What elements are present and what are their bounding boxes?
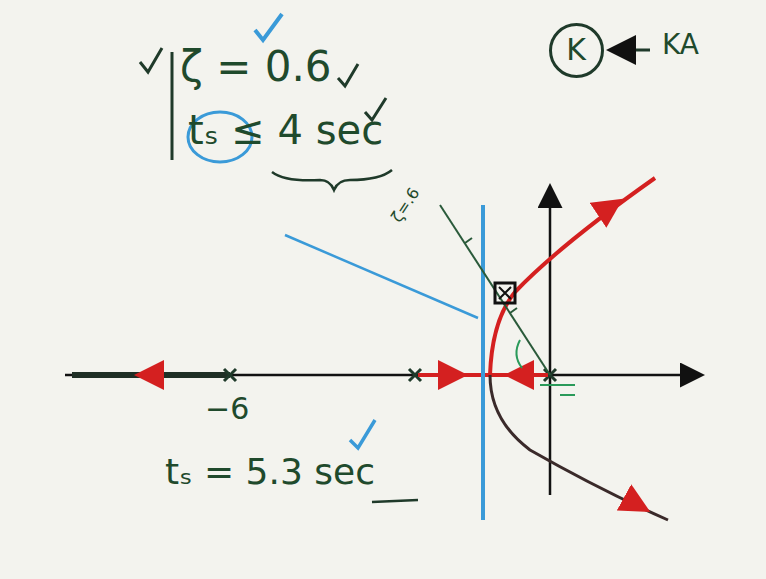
locus-arrow bbox=[440, 374, 462, 377]
brace bbox=[272, 170, 392, 190]
locus-branch bbox=[490, 178, 655, 375]
imag-axis bbox=[549, 188, 552, 495]
locus-arrow bbox=[140, 374, 160, 377]
locus-branch bbox=[418, 373, 490, 377]
damping-line bbox=[440, 205, 550, 375]
pole-marks bbox=[224, 369, 556, 381]
settling-spec: tₛ ≤ 4 sec bbox=[188, 108, 383, 152]
settling-line bbox=[481, 205, 485, 520]
angle-mark bbox=[516, 340, 575, 395]
real-axis bbox=[65, 374, 700, 377]
bracket bbox=[171, 52, 174, 160]
gain-circle: K bbox=[549, 23, 604, 78]
locus-branch bbox=[490, 375, 668, 520]
leader-line bbox=[285, 235, 478, 318]
locus-arrow bbox=[510, 374, 530, 377]
node-text: K bbox=[566, 35, 586, 65]
locus-arrow bbox=[600, 202, 618, 214]
pole-value: −6 bbox=[205, 392, 249, 425]
locus-branch bbox=[72, 372, 230, 378]
arrow bbox=[612, 49, 650, 52]
gain-name: KA bbox=[662, 30, 699, 61]
tick bbox=[465, 238, 517, 313]
check-mark bbox=[255, 14, 282, 40]
zeta-spec: ζ = 0.6 bbox=[180, 44, 332, 90]
underline bbox=[372, 500, 418, 502]
locus-branch bbox=[490, 373, 548, 377]
locus-arrow bbox=[625, 498, 645, 509]
design-point bbox=[499, 287, 511, 299]
settling-result: tₛ = 5.3 sec bbox=[165, 452, 375, 492]
check-mark bbox=[350, 420, 375, 448]
check-mark bbox=[338, 64, 358, 86]
damping-label: ζ=.6 bbox=[388, 185, 423, 226]
design-point bbox=[495, 283, 515, 303]
check-mark bbox=[140, 48, 162, 72]
